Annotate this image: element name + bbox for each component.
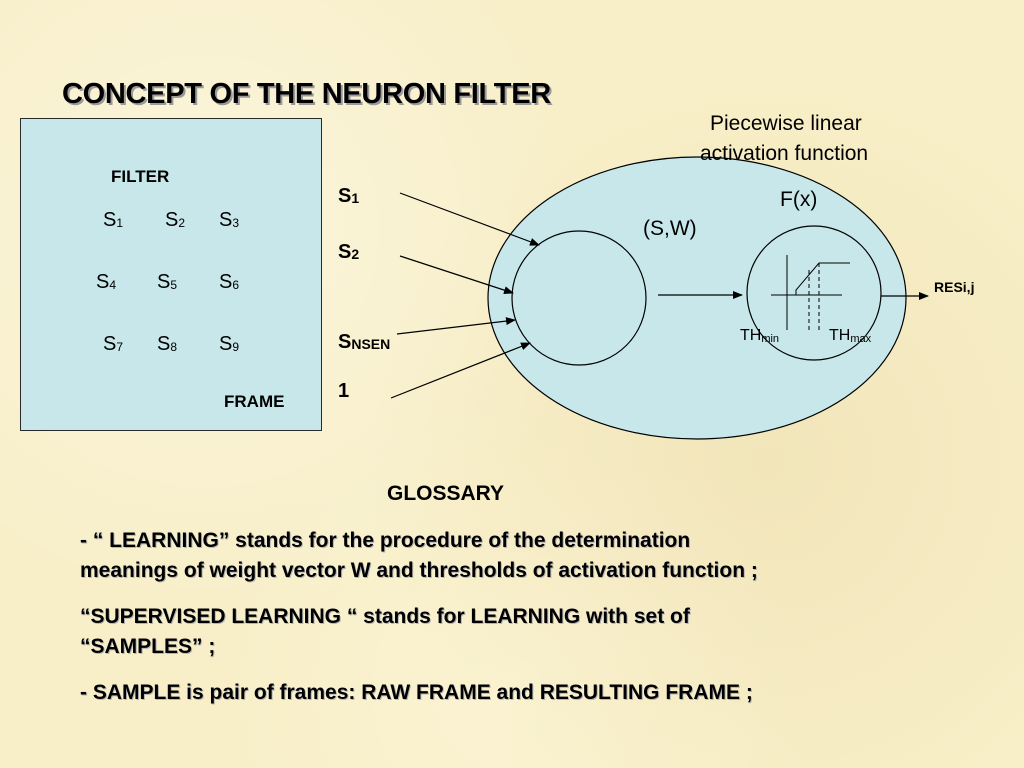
activation-circle	[746, 225, 882, 361]
activation-function-graph	[771, 255, 850, 330]
sw-label: (S,W)	[643, 217, 697, 240]
filter-cell: S5	[157, 271, 178, 293]
activation-caption-line1: Piecewise linear	[710, 112, 862, 135]
glossary-line: “SUPERVISED LEARNING “ stands for LEARNI…	[80, 605, 690, 628]
input-arrow-s2	[399, 255, 514, 295]
input-arrow-bias	[390, 342, 531, 399]
frame-label: FRAME	[224, 392, 285, 411]
glossary-heading: GLOSSARY	[387, 482, 505, 505]
fx-label: F(x)	[780, 188, 818, 211]
output-label: RESi,j	[934, 279, 975, 295]
input-label-s1: S1	[338, 185, 360, 207]
filter-cell: S9	[219, 333, 240, 355]
filter-cell: S6	[219, 271, 240, 293]
filter-cell: S8	[157, 333, 178, 355]
input-arrow-s1	[399, 192, 540, 246]
slide-title: CONCEPT OF THE NEURON FILTER	[62, 78, 551, 110]
glossary-line: meanings of weight vector W and threshol…	[80, 559, 758, 582]
th-min-label: THmin	[740, 327, 780, 345]
summation-circle	[511, 230, 647, 366]
activation-caption-line2: activation function	[700, 142, 869, 165]
input-arrow-snsen	[396, 317, 516, 335]
glossary-line: - SAMPLE is pair of frames: RAW FRAME an…	[80, 681, 753, 704]
filter-cell: S3	[219, 209, 240, 231]
input-label-bias: 1	[338, 380, 350, 402]
filter-frame-box	[20, 118, 322, 431]
filter-cell: S2	[165, 209, 186, 231]
input-label-snsen: SNSEN	[338, 331, 391, 353]
th-max-label: THmax	[829, 327, 872, 345]
filter-label: FILTER	[111, 167, 170, 186]
glossary-line: - “ LEARNING” stands for the procedure o…	[80, 529, 691, 552]
filter-cell: S7	[103, 333, 124, 355]
input-label-s2: S2	[338, 241, 360, 263]
filter-cell: S4	[96, 271, 117, 293]
glossary-line: “SAMPLES” ;	[80, 635, 216, 658]
filter-cell: S1	[103, 209, 124, 231]
